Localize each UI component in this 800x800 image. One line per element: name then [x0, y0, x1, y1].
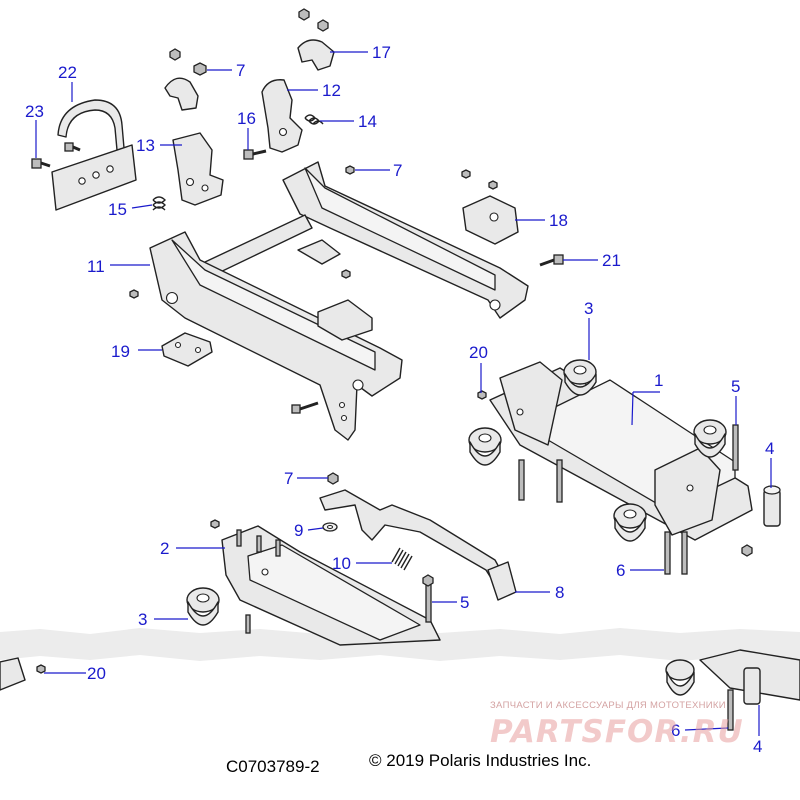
part-22-handle-bracket	[51, 99, 137, 211]
callout-1: 1	[654, 371, 663, 390]
part-13-hinge	[172, 132, 224, 206]
part-7-nut-top	[169, 48, 207, 76]
callout-6-mid: 6	[616, 561, 625, 580]
callout-8: 8	[555, 583, 564, 602]
drawing-number: C0703789-2	[226, 757, 320, 776]
part-8-lever	[319, 489, 517, 601]
part-1-cross-rail	[489, 361, 753, 541]
callout-17: 17	[372, 43, 391, 62]
watermark-logo: PARTSFOR.RU	[490, 714, 744, 750]
part-4-spacer	[763, 485, 781, 527]
part-21-bolt	[539, 254, 564, 267]
callout-18: 18	[549, 211, 568, 230]
part-9-washer	[322, 522, 338, 532]
callout-22: 22	[58, 63, 77, 82]
callout-15: 15	[108, 200, 127, 219]
part-2-lower-rail	[210, 519, 441, 646]
callout-20-top: 20	[469, 343, 488, 362]
torn-edge-band	[0, 628, 800, 661]
part-3-roller-lower	[186, 587, 220, 626]
part-3-roller-top	[563, 359, 597, 396]
roller-right	[693, 419, 727, 458]
part-15-spring	[152, 196, 166, 211]
callout-10: 10	[332, 554, 351, 573]
watermark-caption: ЗАПЧАСТИ И АКСЕССУАРЫ ДЛЯ МОТОТЕХНИКИ	[490, 700, 726, 711]
callout-4-bottom: 4	[753, 737, 762, 756]
callout-7-lower: 7	[284, 469, 293, 488]
callout-14: 14	[358, 112, 377, 131]
callout-7-mid: 7	[393, 161, 402, 180]
callout-16: 16	[237, 109, 256, 128]
part-17-clip-bracket	[297, 8, 335, 71]
callout-20-lower: 20	[87, 664, 106, 683]
roller-left	[468, 427, 502, 466]
part-7-nut-lower	[327, 472, 339, 485]
part-10-spring	[391, 547, 413, 571]
partial-assembly-right	[665, 649, 800, 731]
saddle-bracket	[164, 77, 199, 111]
callout-21: 21	[602, 251, 621, 270]
callout-labels: 22 23 13 15 7 12 16 14 17 7 18 21 11 19 …	[25, 43, 774, 756]
callout-9: 9	[294, 521, 303, 540]
part-18-plate	[461, 169, 519, 245]
part-14-spring	[304, 114, 324, 125]
callout-7-top: 7	[236, 61, 245, 80]
part-16-bolt	[243, 149, 267, 160]
copyright-notice: © 2019 Polaris Industries Inc.	[369, 751, 592, 770]
roller-lower	[613, 503, 647, 542]
callout-19: 19	[111, 342, 130, 361]
callout-2: 2	[160, 539, 169, 558]
callout-3-lower: 3	[138, 610, 147, 629]
part-12-hinge-arm	[261, 79, 303, 153]
callout-4-top: 4	[765, 439, 774, 458]
callout-5-lower: 5	[460, 593, 469, 612]
part-19-plate	[161, 332, 213, 367]
callout-13: 13	[136, 136, 155, 155]
callout-5-top: 5	[731, 377, 740, 396]
part-11-frame-assembly	[129, 161, 529, 441]
leader-lines	[35, 51, 772, 736]
callout-6-bottom: 6	[671, 721, 680, 740]
partial-bracket-left	[0, 657, 46, 691]
part-23-bolts	[31, 142, 81, 169]
callout-3-top: 3	[584, 299, 593, 318]
callout-11: 11	[87, 257, 105, 276]
watermark: ЗАПЧАСТИ И АКСЕССУАРЫ ДЛЯ МОТОТЕХНИКИ PA…	[490, 700, 790, 750]
callout-12: 12	[322, 81, 341, 100]
callout-23: 23	[25, 102, 44, 121]
